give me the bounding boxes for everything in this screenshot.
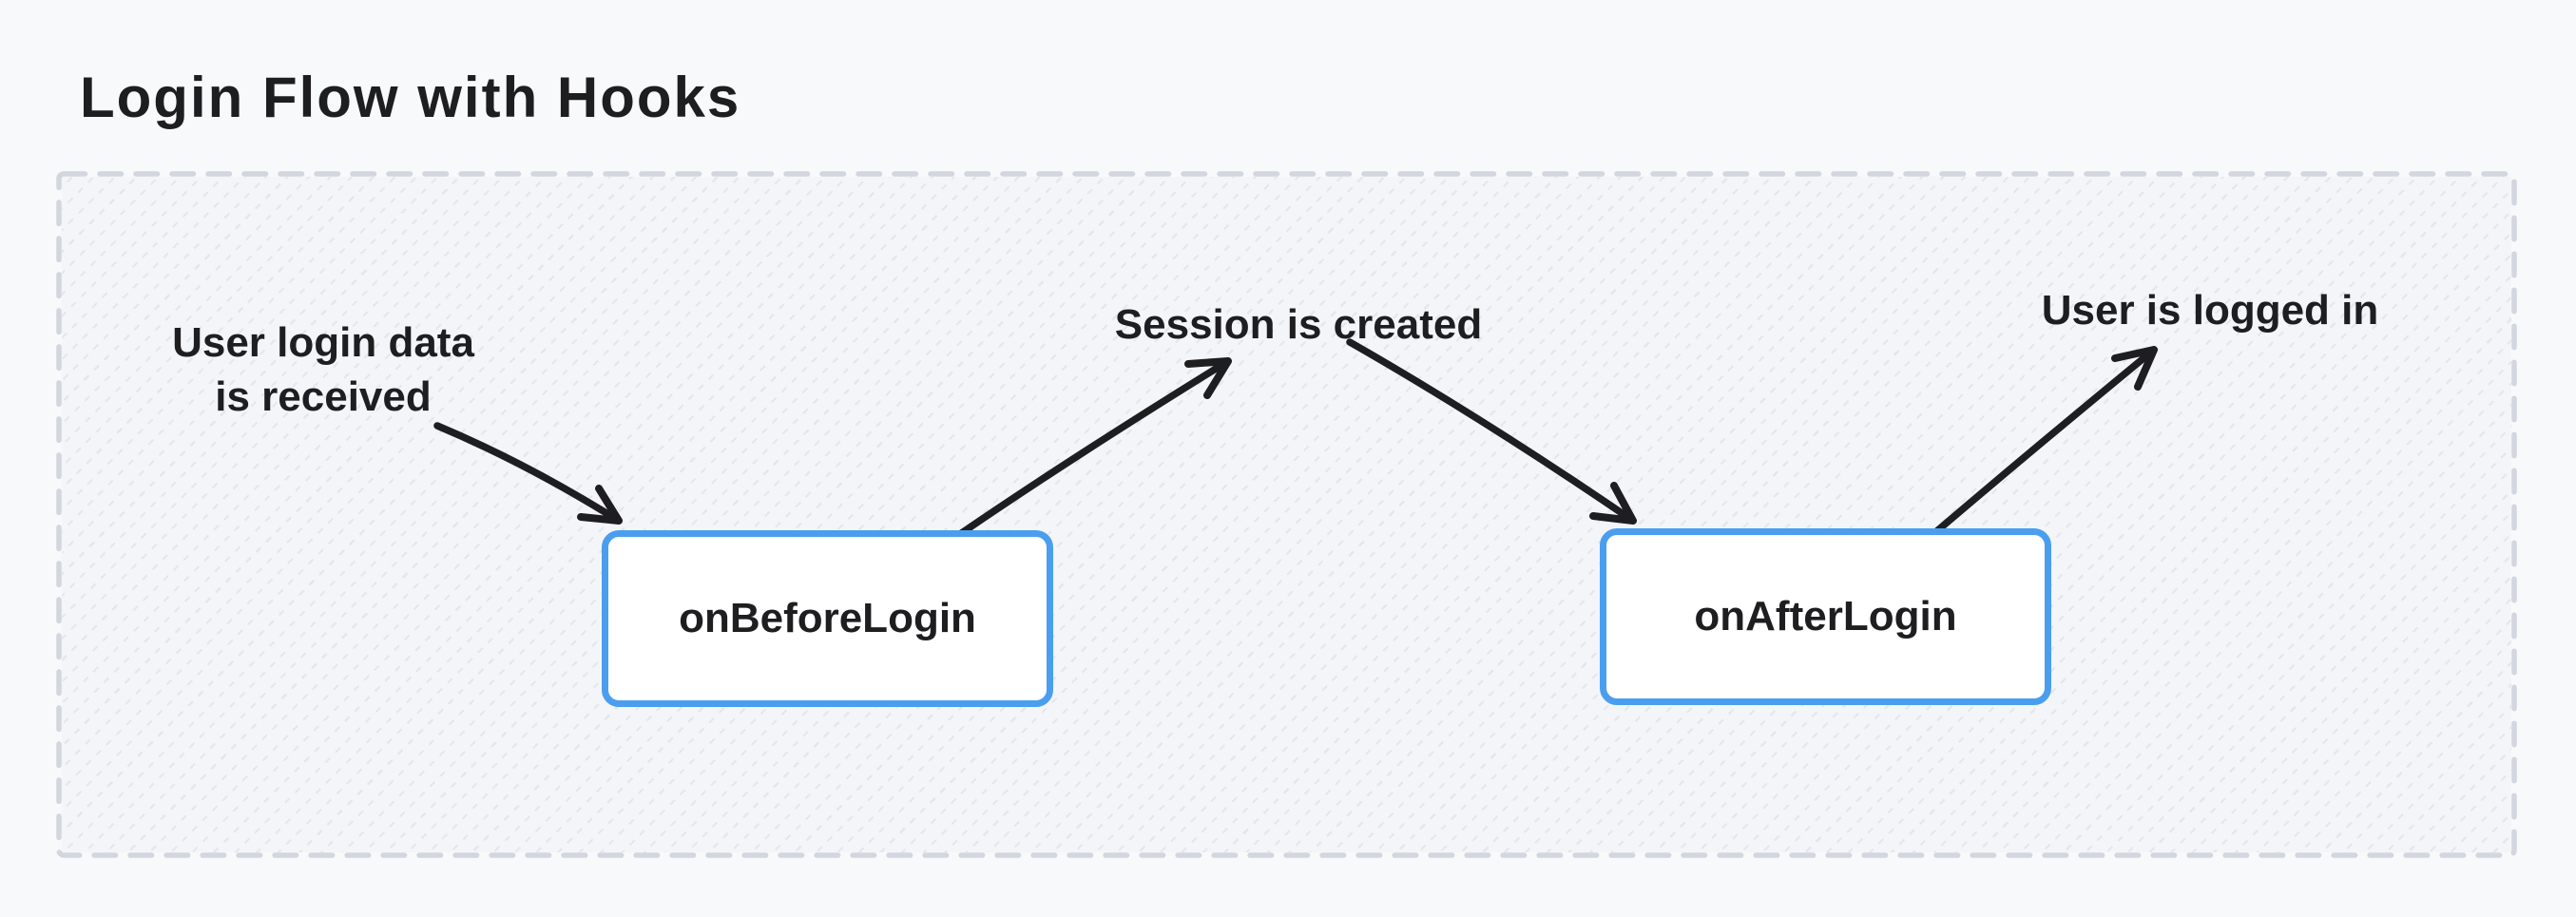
annotation-session-is-created: Session is created (1114, 301, 1483, 348)
diagram-frame (62, 177, 2511, 852)
diagram-title: Login Flow with Hooks (80, 66, 741, 129)
node-onbeforelogin: onBeforeLogin (602, 530, 1053, 707)
node-onafterlogin: onAfterLogin (1600, 528, 2051, 705)
annotation-user-is-logged-in: User is logged in (2041, 287, 2379, 334)
annotation-user-login-data-received: User login data is received (172, 319, 474, 420)
